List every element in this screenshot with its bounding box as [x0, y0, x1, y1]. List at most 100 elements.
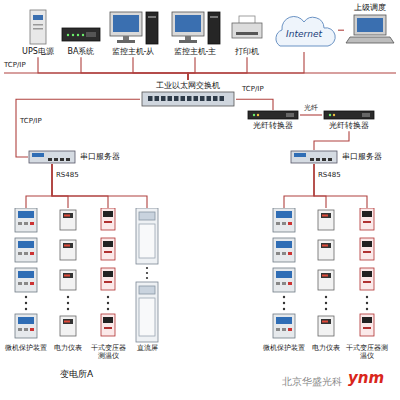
- device-button: [24, 222, 28, 225]
- connector-line: [52, 164, 147, 208]
- device-label: 光纤转换器: [322, 120, 376, 131]
- meter-strip: [104, 327, 112, 329]
- meter-digits: [322, 275, 328, 277]
- ethernet-switch: 工业以太网交换机: [140, 80, 236, 107]
- printer-body: [232, 23, 262, 38]
- cloud-outline: [276, 16, 335, 46]
- meter-digits: [64, 245, 70, 247]
- meter-display: [63, 243, 73, 248]
- meter-display: [103, 211, 113, 217]
- server-port: [48, 158, 52, 161]
- monitor-screen: [113, 15, 139, 32]
- device-column: 微机保护装置: [4, 208, 48, 353]
- ba-system: BA系统: [60, 8, 102, 57]
- device-label: 微机保护装置: [4, 343, 48, 353]
- connector-line: [284, 164, 314, 208]
- server-port: [310, 158, 314, 161]
- ups-vent: [33, 24, 43, 26]
- connector-line: [188, 57, 195, 80]
- protocol-label: TCP/IP: [20, 118, 42, 126]
- device-screen: [276, 211, 292, 218]
- switch-port: [161, 96, 166, 101]
- switch-port: [168, 96, 173, 101]
- internet-cloud: Internet: [270, 14, 338, 52]
- serial-server: 串口服务器: [290, 150, 396, 164]
- device-icon: [4, 208, 48, 343]
- ellipsis-dot: [67, 302, 69, 304]
- device-column: 微机保护装置: [262, 208, 306, 353]
- meter-display: [321, 213, 331, 218]
- ba-rack: [62, 28, 100, 41]
- connector-line: [52, 164, 68, 208]
- switch-port: [220, 96, 225, 101]
- server-port: [54, 158, 58, 161]
- switch-port: [148, 96, 153, 101]
- device-label: 监控主机-从: [104, 46, 162, 57]
- device-label: 电力仪表: [52, 343, 84, 353]
- server-body: [291, 151, 337, 163]
- ellipsis-dot: [283, 308, 285, 310]
- converter-port: [286, 113, 294, 117]
- meter-display: [321, 273, 331, 278]
- protection-device: [15, 208, 37, 232]
- device-column: 直流屏: [132, 208, 162, 353]
- meter-digits: [64, 215, 70, 217]
- ellipsis-dot: [366, 308, 368, 310]
- watermark: 北京华盛光科: [282, 376, 342, 387]
- monitor-host: 监控主机-从: [104, 8, 162, 57]
- device-button: [30, 282, 34, 285]
- temperature-meter: [101, 314, 115, 336]
- converter-body: [248, 111, 298, 119]
- cabinet-panel: [139, 286, 155, 294]
- device-icon: [246, 110, 300, 120]
- device-label: UPS电源: [18, 46, 58, 57]
- dispatch-laptop: 上级调度: [344, 2, 396, 47]
- ellipsis-dot: [146, 267, 148, 269]
- device-button: [288, 252, 292, 255]
- ups-body: [30, 10, 46, 44]
- device-button: [288, 282, 292, 285]
- ba-led: [77, 34, 79, 36]
- watermark: ynm: [348, 370, 384, 387]
- ellipsis-dot: [325, 302, 327, 304]
- meter-strip: [363, 251, 371, 253]
- converter-led: [333, 114, 335, 116]
- meter-display: [321, 319, 331, 324]
- ellipsis-dot: [107, 302, 109, 304]
- device-button: [24, 252, 28, 255]
- switch-port: [200, 96, 205, 101]
- switch-port: [174, 96, 179, 101]
- device-column: 干式变压器测温仪: [346, 208, 388, 361]
- laptop-base: [346, 37, 394, 43]
- ellipsis-dot: [67, 308, 69, 310]
- cabinet-door: [139, 298, 155, 336]
- monitor-stand: [185, 36, 191, 40]
- ba-led: [82, 34, 84, 36]
- device-button: [276, 222, 280, 225]
- meter-display: [362, 317, 372, 323]
- ellipsis-dot: [283, 302, 285, 304]
- printer-device: 打印机: [228, 8, 266, 57]
- monitor-base: [179, 40, 197, 43]
- monitor-frame: [110, 12, 142, 36]
- device-icon: [322, 110, 376, 120]
- device-button: [282, 328, 286, 331]
- power-meter: [318, 316, 334, 336]
- ellipsis-dot: [325, 296, 327, 298]
- connector-line: [188, 52, 304, 80]
- connector-label: 光纤: [303, 105, 319, 113]
- temperature-meter: [101, 208, 115, 230]
- converter-led: [257, 114, 259, 116]
- ellipsis-dot: [146, 272, 148, 274]
- device-screen: [276, 271, 292, 278]
- fiber-converter: 光纤转换器: [246, 110, 300, 131]
- substation-label: 变电所A: [60, 370, 93, 380]
- protection-device: [273, 268, 295, 292]
- meter-digits: [322, 215, 328, 217]
- protection-device: [273, 208, 295, 232]
- ellipsis-dot: [67, 296, 69, 298]
- device-icon: [104, 8, 162, 46]
- serial-server: 串口服务器: [28, 150, 138, 164]
- meter-strip: [363, 281, 371, 283]
